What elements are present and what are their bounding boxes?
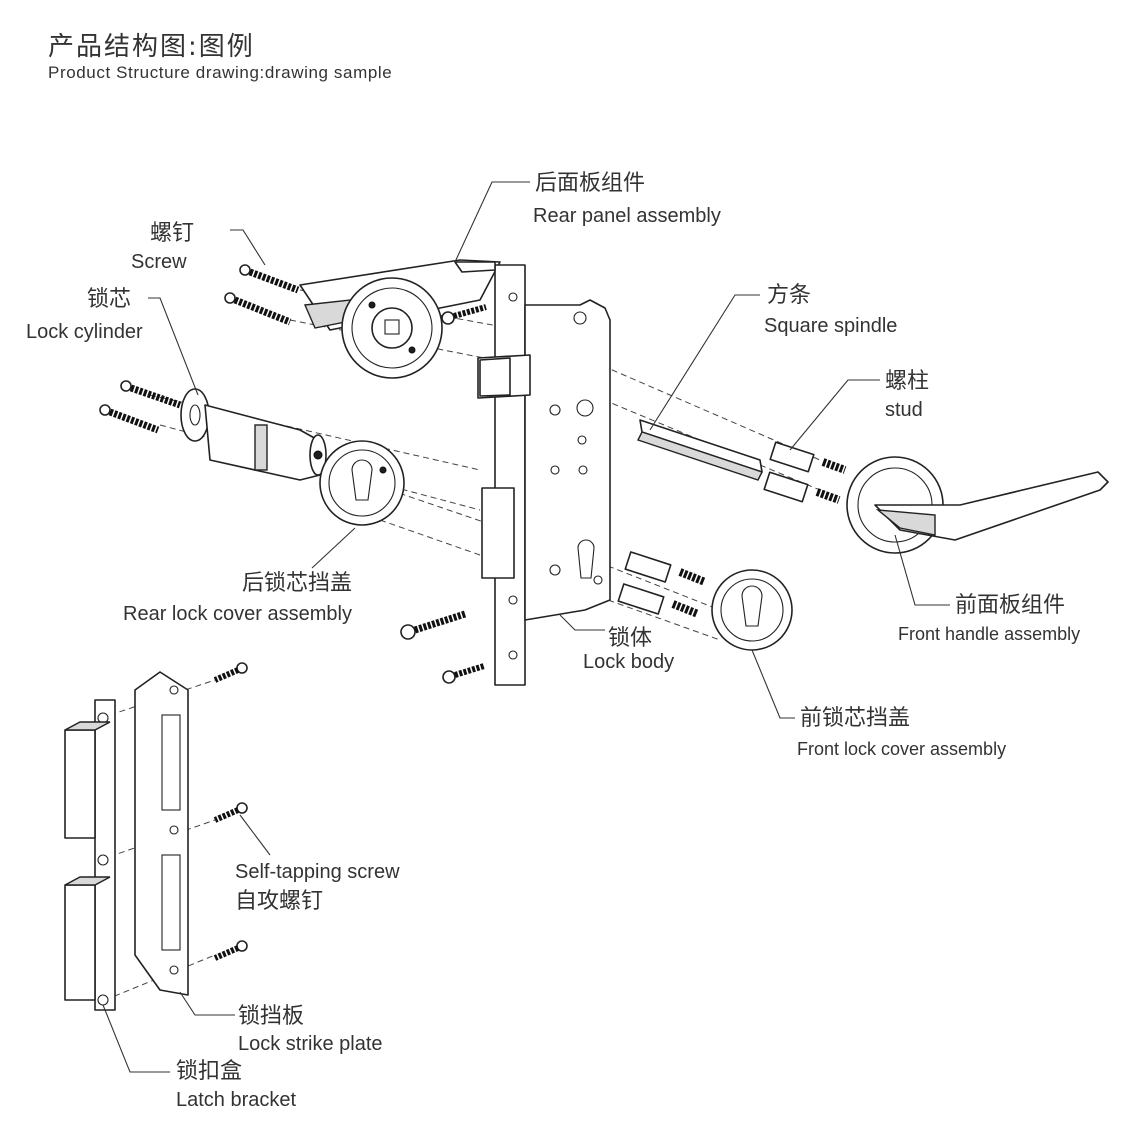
label-lock-cylinder-cn: 锁芯 [87,287,131,312]
label-square-spindle-en: Square spindle [764,315,897,337]
title-chinese: 产品结构图:图例 [48,32,255,62]
latch-bracket [64,699,116,1011]
label-front-handle-cn: 前面板组件 [955,593,1065,618]
label-lock-body-cn: 锁体 [608,626,652,651]
lock-body-screw-lower-short [442,663,485,684]
label-front-lock-cover-en: Front lock cover assembly [797,739,1006,759]
front-lock-cover [711,569,793,651]
label-self-tapping-screw-en: Self-tapping screw [235,861,400,883]
lock-cylinder [180,388,327,481]
label-screw-en: Screw [131,251,187,273]
lock-strike-plate [134,671,189,996]
leader-lines [102,181,950,1073]
lock-body-screw-upper [441,304,487,325]
rear-panel-assembly [299,259,501,379]
self-tapping-screw-1 [213,662,248,683]
stud-group-upper [763,441,847,504]
label-latch-bracket-cn: 锁扣盒 [176,1059,242,1084]
cylinder-screw-bottom [99,404,160,434]
stud-group-lower [617,551,707,618]
cylinder-screw-top [120,380,182,409]
lock-body-screw-lower-long [400,610,467,640]
label-square-spindle-cn: 方条 [767,283,811,308]
self-tapping-screw-2 [213,802,248,823]
label-screw-cn: 螺钉 [150,221,194,246]
label-stud-cn: 螺柱 [885,369,929,394]
label-latch-bracket-en: Latch bracket [176,1089,297,1111]
title-english: Product Structure drawing:drawing sample [48,63,393,82]
label-self-tapping-screw-cn: 自攻螺钉 [235,889,323,914]
rear-panel-screw-top [239,264,300,294]
label-front-lock-cover-cn: 前锁芯挡盖 [800,706,910,731]
rear-panel-screw-bottom [224,292,292,326]
label-rear-lock-cover-cn: 后锁芯挡盖 [242,571,352,596]
front-handle-assembly [846,456,1109,554]
label-rear-lock-cover-en: Rear lock cover assembly [123,603,352,625]
rear-lock-cover [319,440,405,526]
self-tapping-screw-3 [213,940,248,961]
label-rear-panel-en: Rear panel assembly [533,205,721,227]
square-spindle [637,419,763,481]
assembly-axis-lines [99,289,821,1001]
label-strike-plate-en: Lock strike plate [238,1033,383,1055]
label-lock-cylinder-en: Lock cylinder [26,321,143,343]
label-stud-en: stud [885,399,923,421]
label-strike-plate-cn: 锁挡板 [238,1004,304,1029]
label-front-handle-en: Front handle assembly [898,624,1080,644]
label-rear-panel-cn: 后面板组件 [535,171,645,196]
label-lock-body-en: Lock body [583,651,674,673]
lock-body-assembly [454,261,611,686]
